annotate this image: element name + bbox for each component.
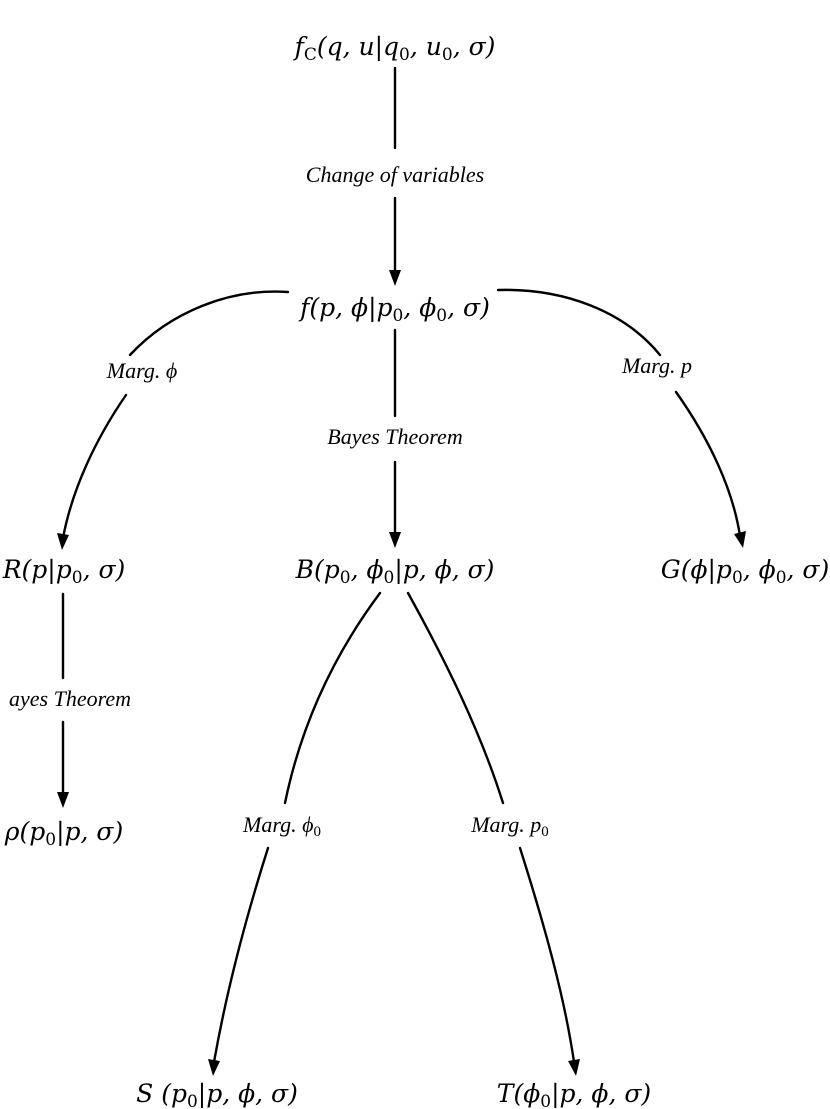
- label-bayes-center: Bayes Theorem: [327, 424, 462, 449]
- node-R: R(p|p0, σ): [2, 555, 126, 588]
- label-marg-p: Marg. p: [621, 353, 692, 378]
- label-marg-phi: Marg. ϕ: [106, 358, 177, 383]
- node-f: f(p, ϕ|p0, ϕ0, σ): [298, 293, 490, 326]
- node-T: T(ϕ0|p, ϕ, σ): [497, 1079, 651, 1109]
- node-B: B(p0, ϕ0|p, ϕ, σ): [295, 555, 495, 588]
- node-fc: fC(q, u|q0, u0, σ): [293, 32, 496, 65]
- arrowhead-S: [208, 1059, 220, 1076]
- edge-f-to-G-upper: [496, 288, 662, 357]
- label-change-of-variables: Change of variables: [306, 162, 484, 187]
- node-S: S (p0|p, ϕ, σ): [136, 1079, 298, 1109]
- edge-f-to-G-lower: [674, 390, 742, 538]
- node-rho: ρ(p0|p, σ): [4, 817, 123, 850]
- label-bayes-left: ayes Theorem: [9, 686, 131, 711]
- arrowhead-R: [57, 533, 69, 550]
- label-marg-p0: Marg. p0: [470, 812, 549, 840]
- edge-B-to-T-upper: [406, 591, 505, 805]
- arrowhead-G: [734, 531, 746, 548]
- edge-B-to-S-lower: [212, 846, 270, 1064]
- arrowhead-rho: [57, 792, 69, 808]
- arrowhead-T: [568, 1059, 580, 1076]
- edge-f-to-R-upper: [128, 290, 290, 357]
- edge-B-to-T-lower: [518, 846, 576, 1064]
- label-marg-phi0: Marg. ϕ0: [242, 812, 321, 840]
- arrowhead-B: [389, 532, 401, 548]
- edge-B-to-S-upper: [283, 591, 382, 805]
- node-G: G(ϕ|p0, ϕ0, σ): [661, 555, 830, 588]
- edge-f-to-R-lower: [61, 393, 128, 540]
- arrowhead-f: [389, 270, 401, 286]
